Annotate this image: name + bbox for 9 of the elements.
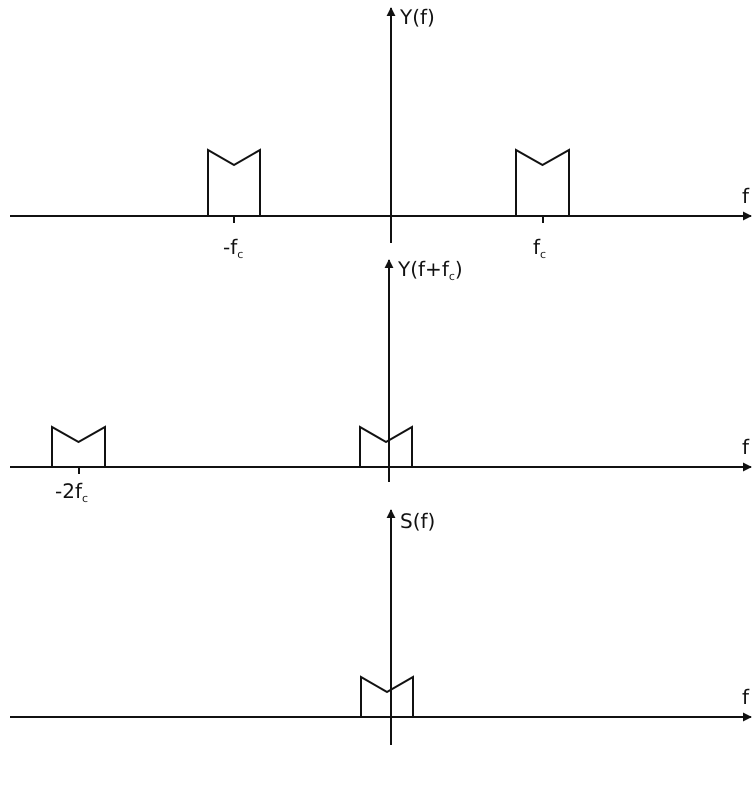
- axis-label: f: [742, 436, 750, 458]
- tick-label: -f$_{c}$: [223, 236, 244, 258]
- axis-label: Y(f): [400, 6, 435, 28]
- axis-label: S(f): [400, 510, 436, 532]
- axis-label: Y(f+f$_{c}$): [398, 258, 463, 280]
- axis-label: f: [742, 185, 750, 207]
- tick-label: f$_{c}$: [533, 236, 546, 258]
- axis-label: f: [742, 686, 750, 708]
- tick-label: -2f$_{c}$: [55, 480, 88, 502]
